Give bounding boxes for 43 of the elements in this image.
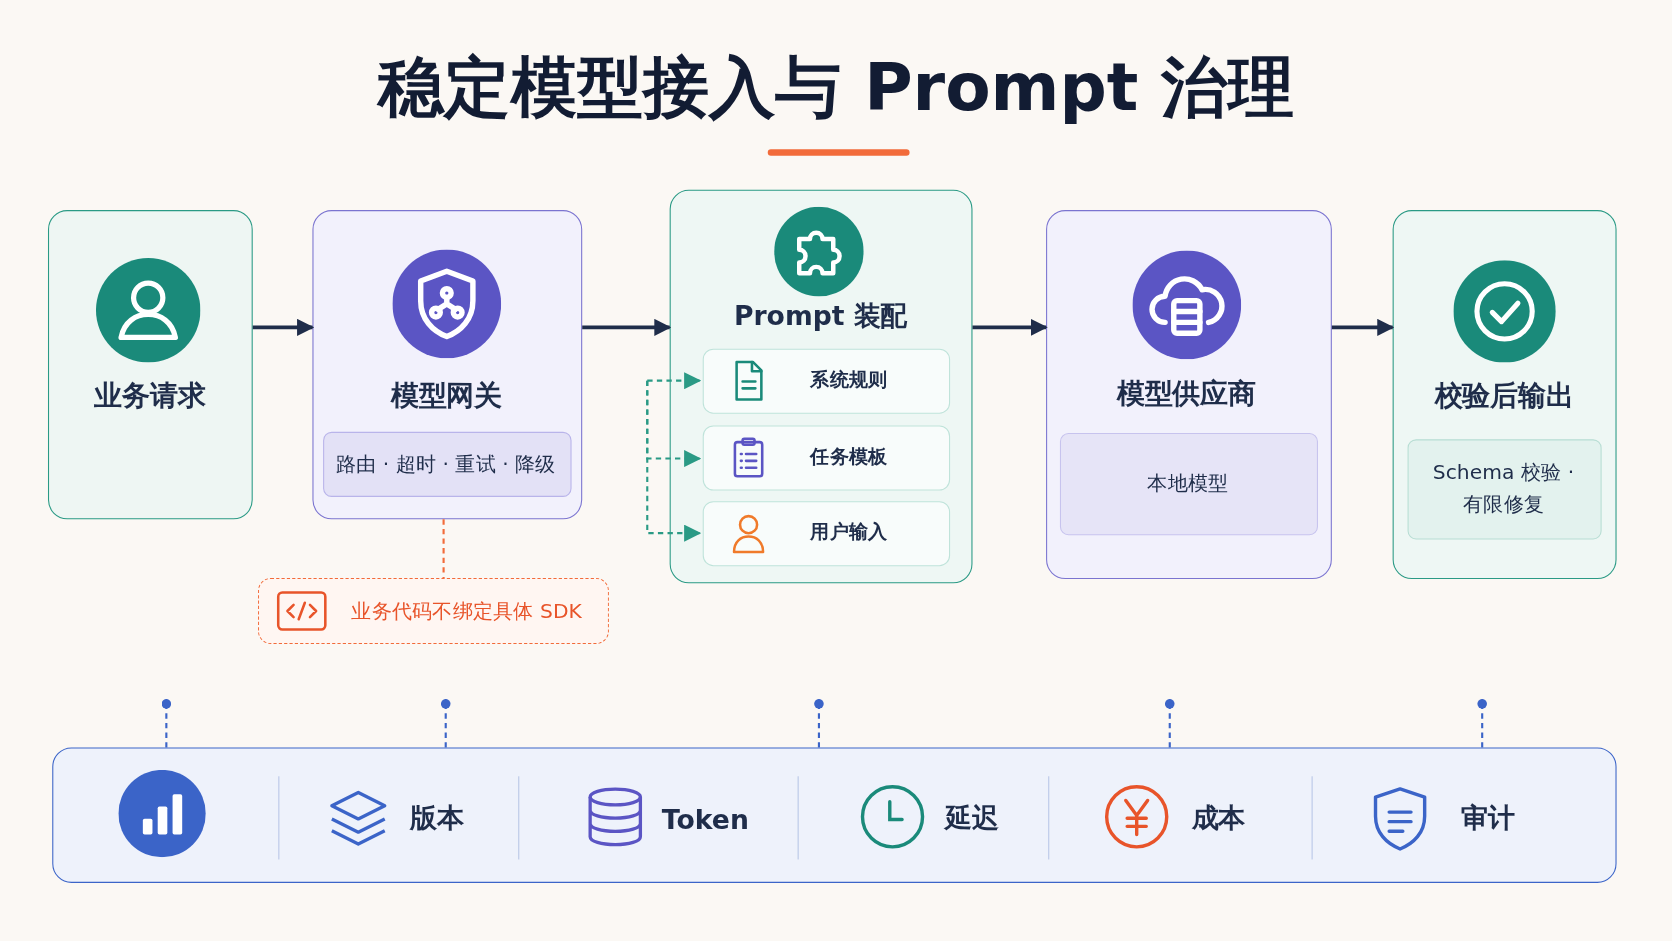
step-card [669,189,973,584]
dashed-connector [161,699,172,748]
part-label: 系统规则 [810,366,888,392]
part-box [702,500,950,566]
dashed-connector [1477,699,1487,748]
metric-label: 审计 [1461,801,1515,836]
dashed-connector [440,699,451,748]
arrow [1331,318,1395,336]
metric-label: Token [661,802,749,837]
tag-box [322,431,571,497]
step-title: 业务请求 [94,378,206,414]
arrow [252,318,315,336]
arrow [972,318,1048,336]
metric-label: 版本 [410,801,464,836]
dashed-connector [1164,699,1175,748]
metric-label: 延迟 [945,801,999,836]
step-title: 模型供应商 [1117,376,1256,412]
step-title: 模型网关 [390,378,502,414]
tag-text: 本地模型 [1147,470,1229,497]
step-title: 校验后输出 [1434,378,1574,414]
part-box [702,348,950,414]
arrow [582,318,672,336]
note-text: 业务代码不绑定具体 SDK [351,597,582,624]
note-box [258,577,609,645]
title: 稳定模型接入与 Prompt 治理 [375,47,1295,128]
tag-box [1059,432,1318,535]
step-card [1392,210,1617,579]
metrics-bar [52,747,1617,883]
part-label: 用户输入 [810,518,888,545]
dashed-connector [646,380,702,542]
dashed-connector [442,519,445,578]
tag-text: Schema 校验 · 有限修复 [1431,459,1576,519]
step-card [1046,210,1332,579]
part-box [702,424,950,490]
part-label: 任务模板 [810,444,888,470]
dashed-connector [814,699,824,748]
step-card [48,210,253,520]
step-card [312,210,583,520]
tag-box [1407,438,1602,540]
dashed-connector [647,372,702,390]
metric-label: 成本 [1191,801,1245,836]
step-title: Prompt 装配 [733,299,908,334]
tag-text: 路由 · 超时 · 重试 · 降级 [335,450,556,478]
